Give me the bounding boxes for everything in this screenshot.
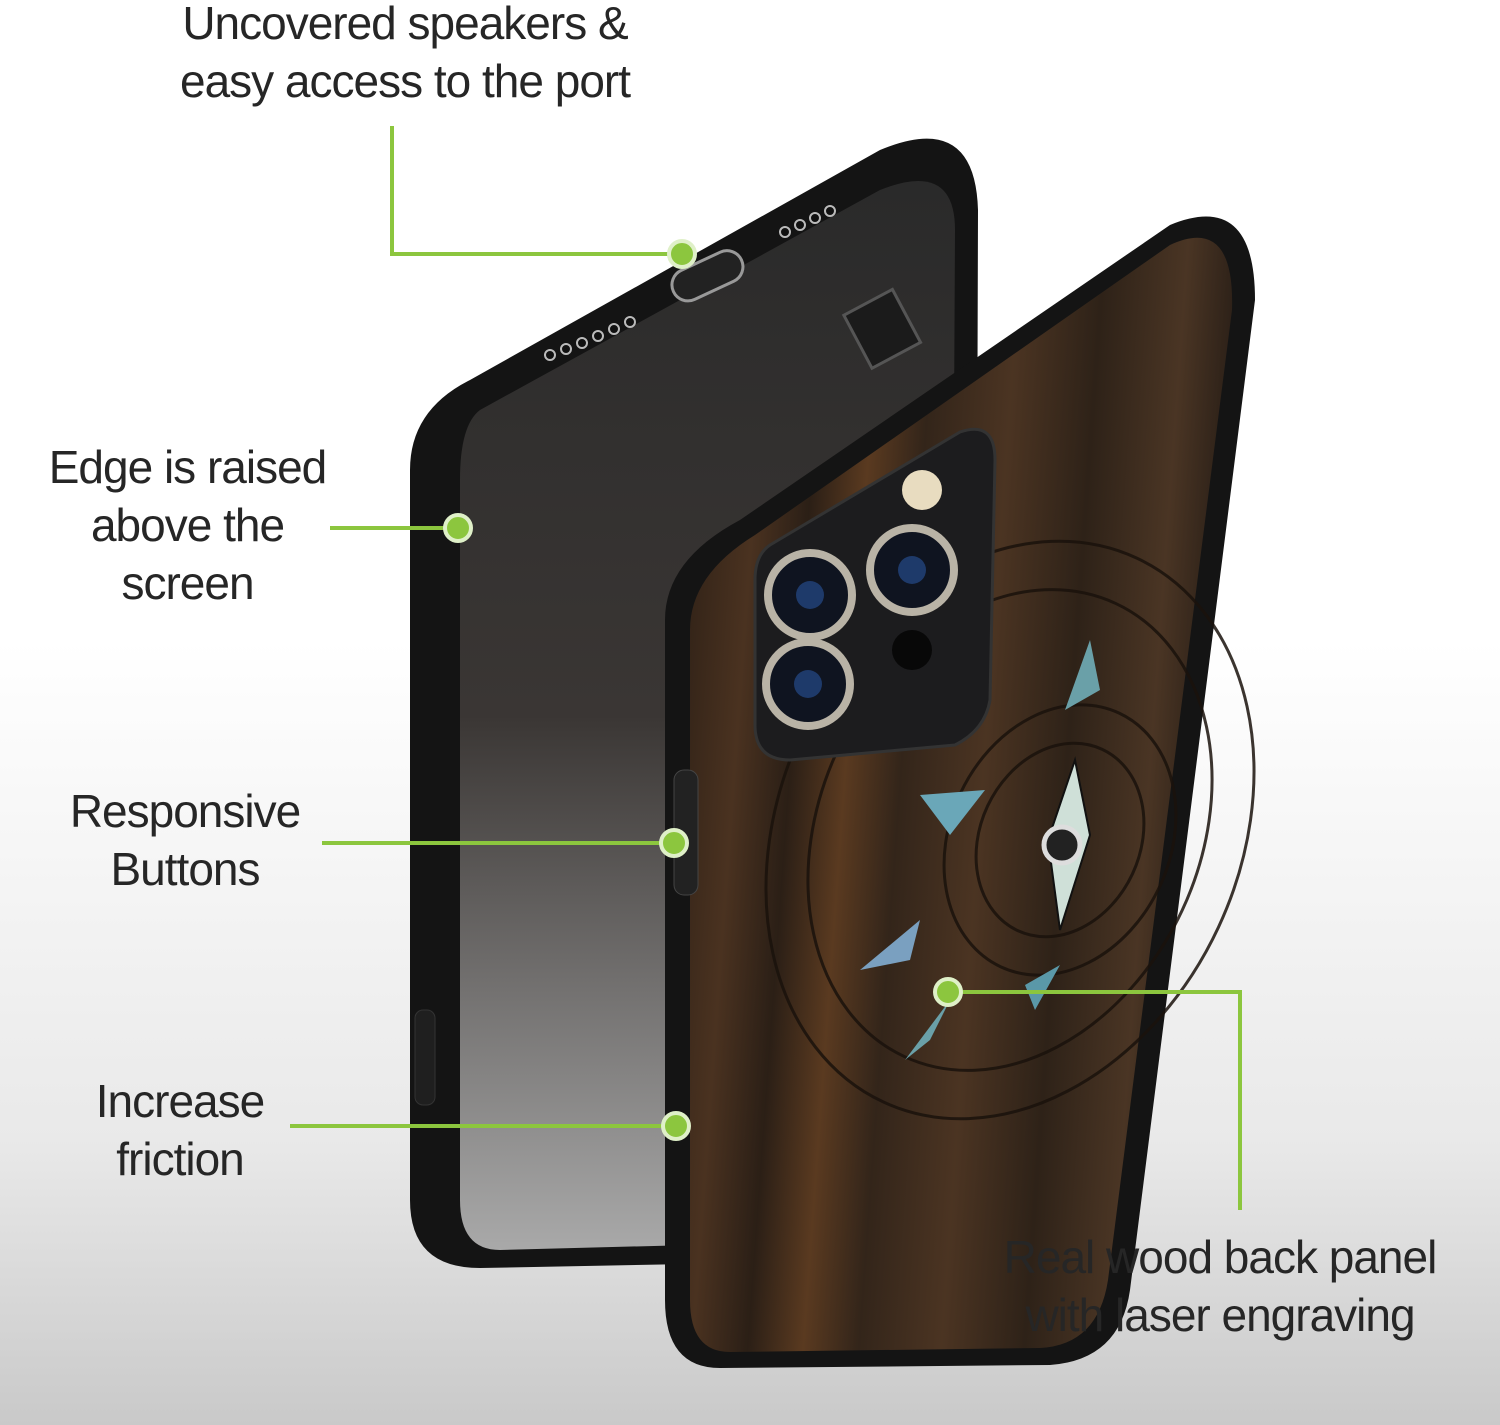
callout-lines	[290, 126, 1242, 1210]
camera-cutout-reflection	[841, 287, 923, 371]
callout-speakers: Uncovered speakers & easy access to the …	[179, 0, 631, 107]
callout-dot-icon	[443, 239, 963, 1141]
speaker-holes-icon	[544, 205, 836, 361]
camera-module	[753, 427, 997, 762]
callout-friction: Increase friction	[95, 1075, 265, 1185]
callout-edge: Edge is raised above the screen	[48, 441, 328, 609]
case-back-view	[665, 216, 1256, 1368]
callout-buttons: Responsive Buttons	[69, 785, 301, 895]
port-opening	[670, 249, 745, 303]
callout-wood: Real wood back panel with laser engravin…	[1003, 1231, 1438, 1341]
side-button	[414, 1009, 436, 1106]
